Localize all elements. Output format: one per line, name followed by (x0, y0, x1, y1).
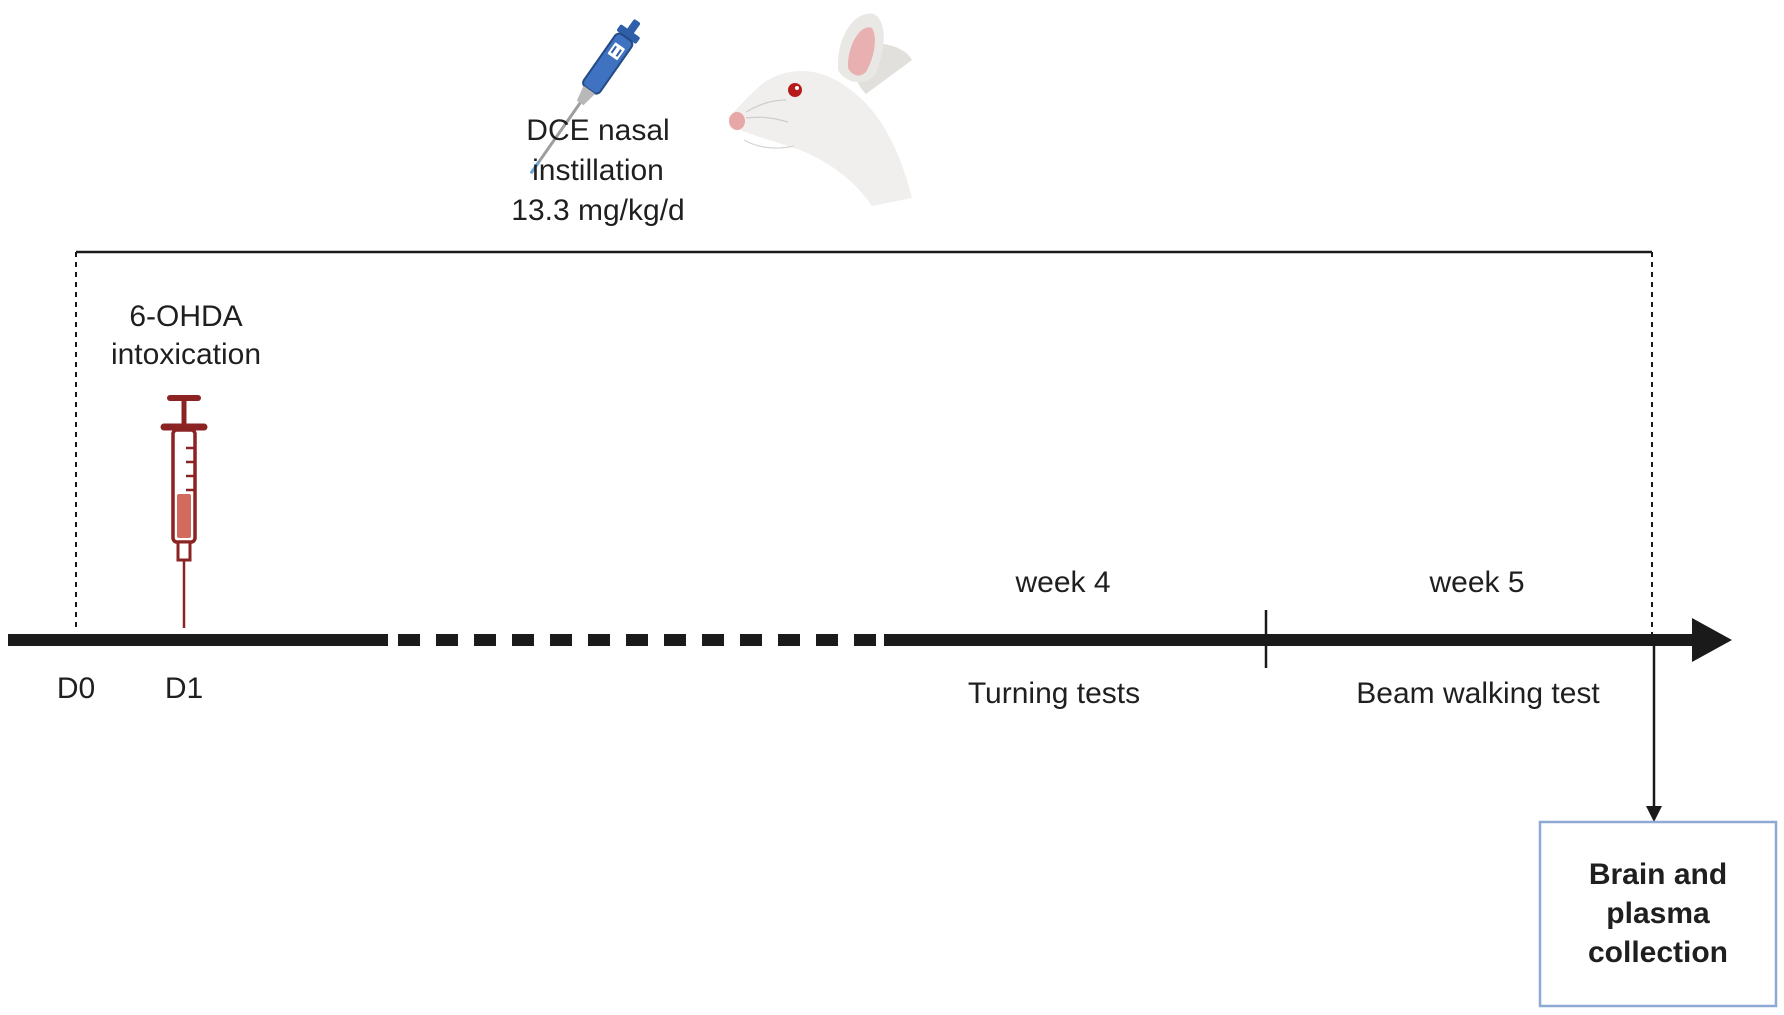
week-label-4: week 4 (1014, 566, 1110, 599)
treatment-label-line1: DCE nasal (526, 114, 669, 147)
day-label-d1: D1 (165, 672, 203, 705)
syringe-icon (160, 395, 208, 628)
treatment-dose: 13.3 mg/kg/d (511, 194, 684, 227)
intoxication-label-line1: 6-OHDA (129, 300, 242, 333)
rat-icon (728, 13, 912, 206)
pipette-icon (529, 19, 641, 175)
collection-arrowhead (1646, 806, 1662, 822)
collection-label-line1: Brain and (1589, 858, 1727, 891)
test-label-beam-walking: Beam walking test (1356, 677, 1600, 710)
treatment-label-line2: instillation (532, 154, 664, 187)
day-label-d0: D0 (57, 672, 95, 705)
collection-box (1538, 820, 1778, 1008)
collection-label-line2: plasma (1606, 897, 1710, 930)
treatment-bracket (75, 250, 1653, 640)
test-label-turning: Turning tests (968, 677, 1140, 710)
timeline-axis (8, 610, 1732, 668)
timeline-arrowhead (1692, 618, 1732, 662)
week-label-5: week 5 (1428, 566, 1524, 599)
collection-label-line3: collection (1588, 936, 1728, 969)
intoxication-label-line2: intoxication (111, 338, 261, 371)
collection-arrow (1646, 644, 1662, 822)
